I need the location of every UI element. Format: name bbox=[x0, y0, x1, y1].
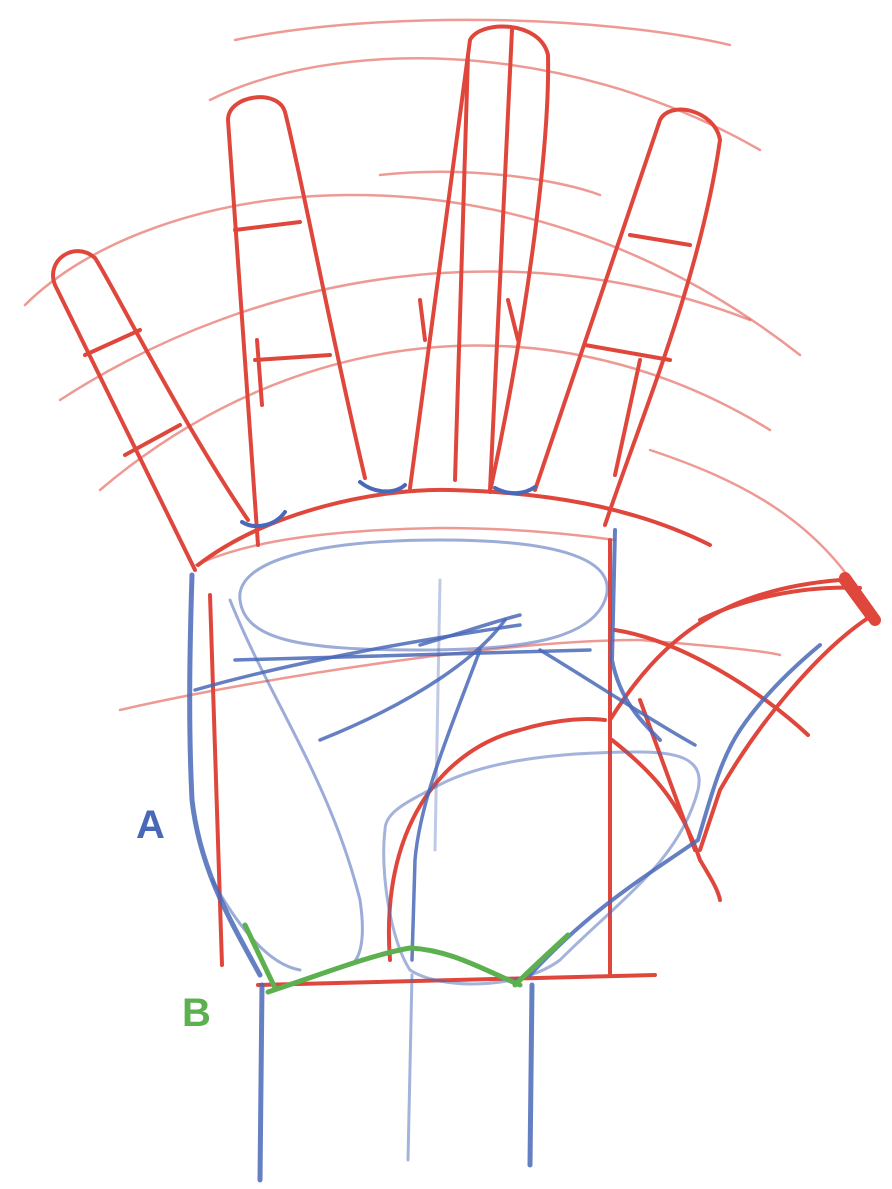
index-finger bbox=[533, 107, 722, 527]
palm-anatomy bbox=[187, 528, 822, 1183]
pinky-finger bbox=[51, 249, 250, 572]
palm-box-left bbox=[208, 593, 224, 967]
thumb-tip bbox=[839, 572, 881, 626]
label-b: B bbox=[182, 991, 211, 1035]
top-arc bbox=[233, 18, 732, 47]
finger-outlines bbox=[51, 24, 870, 987]
palm-box-bottom bbox=[256, 973, 657, 987]
palm-right-edge bbox=[610, 528, 662, 742]
thumb-inner-edge bbox=[528, 643, 822, 977]
joint-guide-arcs bbox=[23, 18, 872, 712]
thumb-outline bbox=[608, 578, 870, 852]
palm-pad-top bbox=[238, 538, 609, 652]
finger-web-curves bbox=[240, 480, 537, 529]
palm-left-edge bbox=[187, 572, 263, 978]
thenar-outline bbox=[382, 750, 701, 986]
label-a: A bbox=[136, 803, 165, 847]
wrist-left bbox=[257, 982, 265, 1183]
ring-finger bbox=[226, 95, 367, 547]
middle-finger bbox=[408, 24, 551, 494]
wrist-right bbox=[527, 982, 535, 1168]
wrist-crease-highlight bbox=[242, 922, 571, 995]
wrist-middle bbox=[406, 973, 414, 1162]
